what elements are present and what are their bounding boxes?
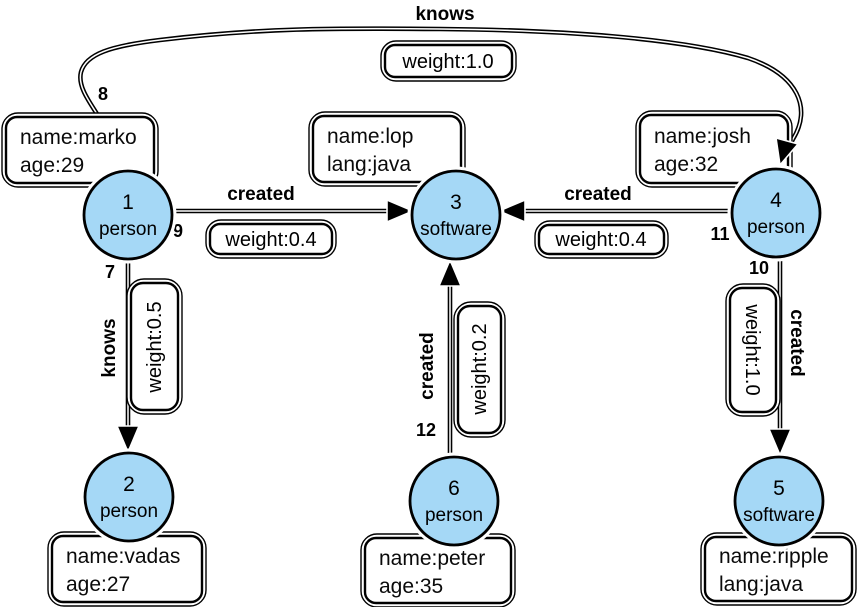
edge-id-7: 7: [105, 262, 115, 282]
property-box-lop: name:lop lang:java: [308, 111, 466, 187]
weight-value: weight:0.4: [224, 229, 316, 251]
property-line: lang:java: [719, 573, 803, 596]
property-line: name:marko: [20, 126, 137, 149]
weight-box-created-6-3: weight:0.2: [453, 301, 506, 438]
weight-box-created-1-3: weight:0.4: [205, 219, 337, 259]
arrowhead-created-4-5: [767, 428, 793, 458]
property-line: name:vadas: [66, 545, 180, 568]
vertex-6-peter: 6 person: [405, 452, 503, 550]
weight-box-created-4-3: weight:0.4: [534, 220, 669, 259]
vertex-id: 5: [773, 477, 785, 500]
edge-id-8: 8: [98, 84, 108, 104]
weight-boxes: weight:1.0 weight:0.4 weight:0.4 weight:…: [126, 40, 781, 438]
edge-id-12: 12: [416, 420, 436, 440]
property-box-ripple: name:ripple lang:java: [700, 532, 857, 606]
edge-label-created-right: created: [564, 184, 632, 205]
edge-id-11: 11: [710, 224, 729, 244]
property-box-peter: name:peter age:35: [360, 533, 516, 607]
vertex-label: person: [100, 501, 158, 522]
edge-label-knows-top: knows: [415, 4, 474, 25]
vertex-id: 2: [123, 473, 135, 496]
vertex-label: person: [425, 505, 483, 526]
vertex-5-ripple: 5 software: [730, 452, 828, 550]
arrowhead-created-4-3: [496, 198, 526, 224]
vertex-label: person: [747, 217, 805, 238]
vertex-3-lop: 3 software: [407, 166, 505, 264]
vertices: 1 person 2 person 3 software 4 person 5 …: [79, 164, 828, 550]
edge-label-created-far-right: created: [786, 309, 807, 377]
vertex-id: 1: [122, 191, 134, 214]
edge-label-knows-vertical: knows: [99, 318, 120, 377]
property-line: name:ripple: [719, 545, 829, 568]
vertex-id: 4: [770, 189, 782, 212]
property-line: age:29: [20, 154, 84, 177]
vertex-label: software: [743, 505, 815, 526]
edge-label-created-middle: created: [417, 332, 438, 400]
property-line: age:35: [379, 575, 443, 598]
property-line: name:josh: [654, 125, 751, 148]
vertex-1-marko: 1 person: [79, 166, 177, 264]
property-line: age:27: [66, 573, 130, 596]
arrowhead-knows-1-4: [775, 136, 800, 167]
weight-value: weight:1.0: [741, 303, 763, 395]
edge-lines: [80, 29, 801, 500]
edge-labels: knows 8 created 9 created 11 knows 7 cre…: [95, 2, 809, 443]
weight-box-created-4-5: weight:1.0: [725, 283, 781, 417]
vertex-label: person: [99, 219, 157, 240]
vertex-id: 6: [448, 477, 460, 500]
edge-label-created-left: created: [227, 184, 295, 205]
property-boxes: name:marko age:29 name:lop lang:java nam…: [1, 110, 857, 607]
weight-box-knows-1-4: weight:1.0: [380, 40, 517, 82]
vertex-id: 3: [450, 191, 462, 214]
arrowhead-created-1-3: [386, 198, 416, 224]
vertex-label: software: [420, 219, 492, 240]
weight-value: weight:0.4: [554, 229, 646, 251]
property-box-josh: name:josh age:32: [635, 110, 793, 188]
weight-value: weight:1.0: [401, 51, 493, 73]
arrowheads: [115, 136, 800, 458]
property-line: lang:java: [327, 153, 411, 176]
vertex-4-josh: 4 person: [727, 164, 825, 262]
property-line: age:32: [654, 153, 718, 176]
arrowhead-created-6-3: [437, 257, 463, 287]
property-line: name:peter: [379, 547, 485, 570]
property-box-vadas: name:vadas age:27: [47, 531, 207, 607]
weight-value: weight:0.5: [144, 301, 166, 393]
property-line: name:lop: [327, 125, 413, 148]
weight-value: weight:0.2: [469, 323, 491, 415]
edge-id-10: 10: [749, 258, 769, 278]
weight-box-knows-1-2: weight:0.5: [126, 278, 183, 415]
arrowhead-knows-1-2: [115, 425, 141, 455]
vertex-2-vadas: 2 person: [80, 448, 178, 546]
